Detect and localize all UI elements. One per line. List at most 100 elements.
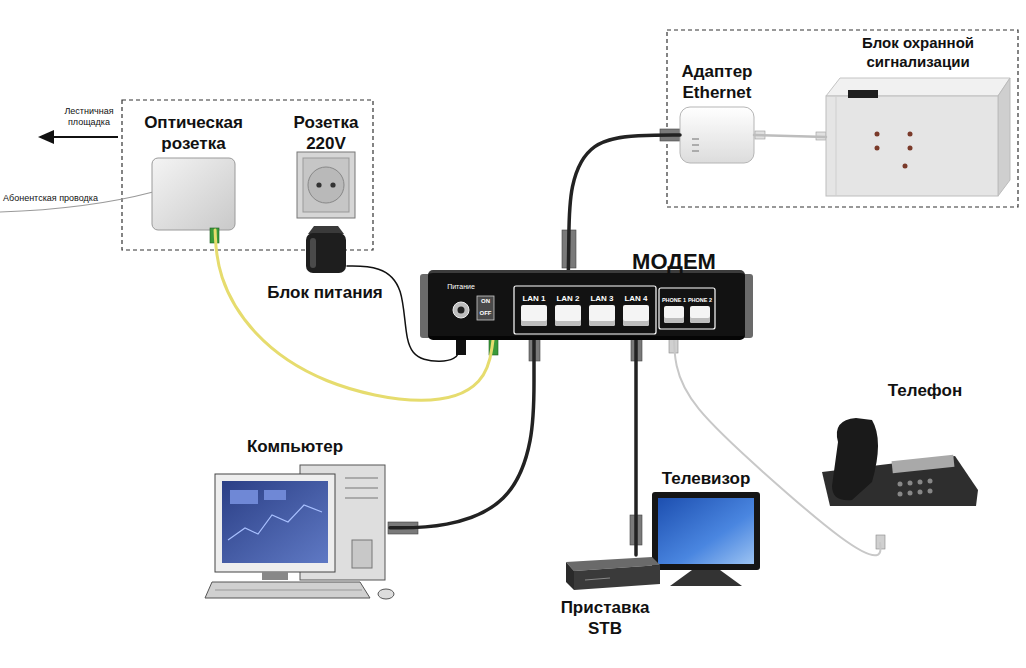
phone-panel	[659, 288, 715, 329]
phone-cord	[674, 330, 881, 555]
screen-block	[264, 490, 286, 500]
phone-handset	[832, 418, 878, 500]
direction-arrow	[48, 136, 118, 138]
small-plug	[816, 132, 826, 140]
lan-port: LAN 1	[518, 292, 550, 332]
power-jack	[453, 302, 469, 318]
lan-port: LAN 3	[586, 292, 618, 332]
alarm-screw	[908, 146, 913, 151]
alarm-edge	[836, 96, 837, 196]
outlet-socket	[308, 167, 344, 203]
alarm-side	[998, 78, 1010, 196]
adapter-highlight	[310, 238, 316, 268]
device-label: Компьютер	[225, 436, 365, 457]
rj11-plug	[669, 339, 678, 353]
ethernet-adapter: Адаптер Ethernet	[680, 107, 754, 163]
phone-port: PHONE 2	[687, 294, 713, 330]
stb-front	[574, 565, 660, 590]
ethernet-cable	[634, 332, 638, 555]
rj45-plug	[630, 515, 642, 545]
port-label: LAN 3	[586, 294, 618, 304]
adapter-led	[692, 144, 699, 146]
keyboard-row	[215, 590, 362, 591]
tv-stand	[670, 570, 742, 586]
port-label: PHONE 1	[661, 297, 687, 304]
phone-key	[898, 482, 903, 487]
television: Телевизор	[650, 492, 762, 586]
lan-port: LAN 4	[620, 292, 652, 332]
adapter-body	[306, 233, 346, 273]
port-socket	[664, 306, 684, 323]
device-label: Розетка 220V	[281, 112, 371, 155]
ethernet-cable	[390, 332, 534, 528]
power-jack-hole	[458, 307, 465, 314]
stb-side	[566, 562, 574, 590]
fiber-plug	[210, 228, 219, 243]
adapter-led	[692, 138, 699, 140]
annotation-label: OFF	[477, 310, 494, 317]
rj45-plug	[529, 339, 540, 361]
port-socket	[589, 305, 615, 326]
alarm-slot	[848, 90, 878, 98]
optical-socket-body	[152, 158, 235, 230]
small-plug	[755, 131, 765, 139]
rj45-plug	[388, 522, 418, 534]
outlet-hole	[330, 182, 335, 187]
alarm-front	[826, 96, 998, 196]
adapter-device	[680, 107, 754, 163]
outlet-hole	[316, 182, 321, 187]
alarm-screw	[908, 132, 913, 137]
power-switch	[477, 296, 494, 320]
phone-key	[908, 481, 913, 486]
outlet-plate	[303, 158, 349, 212]
port-socket	[521, 305, 547, 326]
dashed-group	[122, 100, 373, 250]
optical-socket: Оптическая розетка	[152, 158, 235, 230]
device-label: Оптическая розетка	[126, 112, 261, 155]
rj45-plug	[660, 129, 680, 141]
monitor-screen	[222, 481, 328, 563]
drive-bay	[345, 498, 378, 499]
phone-port: PHONE 1	[661, 294, 687, 330]
phone-key	[908, 491, 913, 496]
lan-port: LAN 2	[552, 292, 584, 332]
monitor-stand	[262, 572, 288, 580]
modem: МОДЕМLAN 1LAN 2LAN 3LAN 4PHONE 1PHONE 2	[428, 270, 745, 340]
alarm-screw	[903, 164, 908, 169]
device-label: МОДЕМ	[619, 248, 729, 276]
telephone: Телефон	[820, 418, 978, 543]
port-label: LAN 2	[552, 294, 584, 304]
monitor-frame	[215, 474, 335, 572]
subscriber-wire	[0, 192, 153, 212]
drive-bay	[345, 478, 378, 479]
device-label: Блок охранной сигнализации	[843, 34, 993, 72]
port-label: LAN 4	[620, 294, 652, 304]
alarm-unit: Блок охранной сигнализации	[826, 78, 1010, 196]
port-label: PHONE 2	[687, 297, 713, 304]
rj45-plug	[562, 230, 576, 268]
phone-key	[928, 489, 933, 494]
power-outlet: Розетка 220V	[297, 152, 355, 218]
rj45-plug	[631, 339, 642, 361]
screen-block	[230, 490, 258, 504]
alarm-screw	[875, 146, 880, 151]
lan-panel	[514, 286, 656, 334]
annotation-label: ON	[477, 298, 494, 305]
short-cable	[754, 135, 826, 137]
computer: Компьютер	[205, 462, 390, 602]
dashed-group	[667, 30, 1018, 207]
port-socket	[623, 305, 649, 326]
phone-key	[918, 480, 923, 485]
phone-key	[928, 479, 933, 484]
device-label: Адаптер Ethernet	[667, 61, 767, 104]
mouse	[378, 589, 394, 599]
rj11-plug	[876, 535, 885, 549]
fiber-plug	[489, 339, 498, 355]
device-label: Телевизор	[641, 468, 771, 489]
set-top-box: Приставка STB	[562, 555, 662, 593]
annotation-label: Абонентская проводка	[3, 193, 143, 204]
keyboard	[205, 582, 370, 598]
annotation-label: Питание	[441, 283, 481, 291]
device-label: Приставка STB	[550, 597, 660, 640]
